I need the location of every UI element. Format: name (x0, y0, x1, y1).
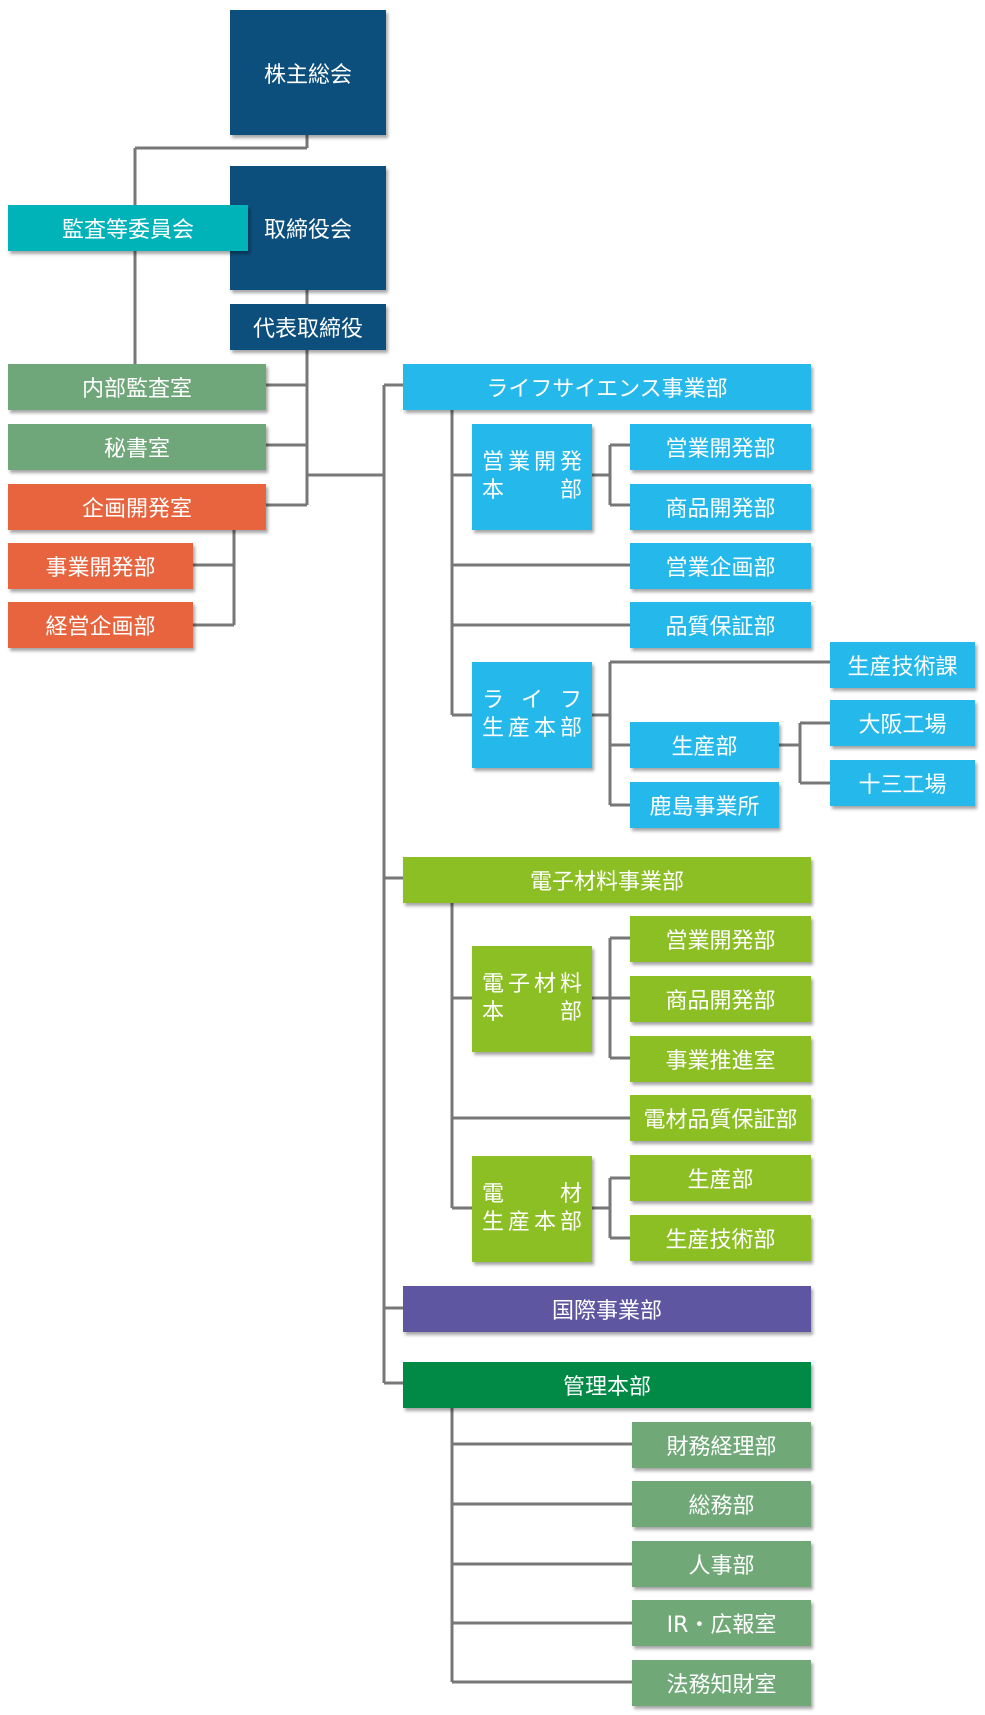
electronic-production-dept-box: 生産部 (630, 1155, 811, 1201)
international-division-box: 国際事業部 (403, 1286, 811, 1332)
life-sales-planning-box: 営業企画部 (630, 543, 811, 589)
business-promotion-office-box: 事業推進室 (630, 1036, 811, 1082)
life-production-hq-line1: ラ イ フ (482, 688, 582, 713)
production-engineering-section-box: 生産技術課 (830, 642, 975, 688)
electronic-production-engineering-box: 生産技術部 (630, 1215, 811, 1261)
life-production-dept-box: 生産部 (630, 722, 779, 768)
electronic-production-hq-box: 電 材 生産本部 (472, 1156, 592, 1262)
electronic-production-hq-line1: 電 材 (482, 1182, 582, 1207)
general-affairs-box: 総務部 (632, 1481, 811, 1527)
electronic-quality-assurance-box: 電材品質保証部 (630, 1095, 811, 1141)
life-quality-assurance-box: 品質保証部 (630, 602, 811, 648)
life-production-hq-line2: 生産本部 (482, 716, 582, 741)
electronic-materials-hq-box: 電子材料 本 部 (472, 946, 592, 1052)
shareholders-meeting-box: 株主総会 (230, 10, 386, 135)
ir-public-relations-box: IR・広報室 (632, 1600, 811, 1646)
life-science-division-box: ライフサイエンス事業部 (403, 364, 811, 410)
life-sales-hq-box: 営業開発 本 部 (472, 424, 592, 530)
administration-hq-box: 管理本部 (403, 1362, 811, 1408)
life-sales-hq-line1: 営業開発 (482, 450, 582, 475)
internal-audit-office-box: 内部監査室 (8, 364, 266, 410)
electronic-product-dev-box: 商品開発部 (630, 976, 811, 1022)
board-of-directors-box: 取締役会 (230, 166, 386, 290)
life-sales-dev-box: 営業開発部 (630, 424, 811, 470)
life-product-dev-box: 商品開発部 (630, 484, 811, 530)
electronic-materials-hq-line2: 本 部 (482, 1000, 582, 1025)
human-resources-box: 人事部 (632, 1541, 811, 1587)
secretary-office-box: 秘書室 (8, 424, 266, 470)
management-planning-box: 経営企画部 (8, 602, 193, 648)
electronic-sales-dev-box: 営業開発部 (630, 916, 811, 962)
electronic-production-hq-line2: 生産本部 (482, 1210, 582, 1235)
audit-committee-box: 監査等委員会 (8, 205, 248, 251)
business-development-box: 事業開発部 (8, 543, 193, 589)
planning-development-office-box: 企画開発室 (8, 484, 266, 530)
life-production-hq-box: ラ イ フ 生産本部 (472, 662, 592, 768)
electronic-materials-division-box: 電子材料事業部 (403, 857, 811, 903)
finance-accounting-box: 財務経理部 (632, 1422, 811, 1468)
representative-director-box: 代表取締役 (230, 304, 386, 350)
electronic-materials-hq-line1: 電子材料 (482, 972, 582, 997)
kashima-office-box: 鹿島事業所 (630, 782, 779, 828)
life-sales-hq-line2: 本 部 (482, 478, 582, 503)
osaka-plant-box: 大阪工場 (830, 700, 975, 746)
juso-plant-box: 十三工場 (830, 760, 975, 806)
legal-ip-office-box: 法務知財室 (632, 1660, 811, 1706)
